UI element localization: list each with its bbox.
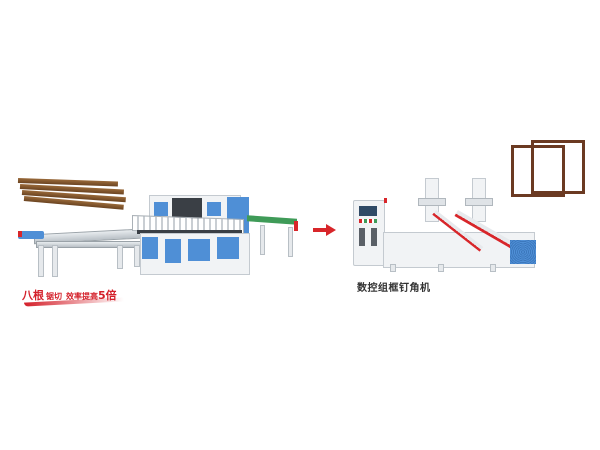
frame-back xyxy=(531,140,585,194)
slogan-part2: 锯切 xyxy=(46,292,62,301)
base-panel-1 xyxy=(142,237,158,259)
frame-front xyxy=(511,145,565,197)
side-panel xyxy=(510,240,536,264)
frame-nailing-machine xyxy=(350,170,550,272)
outfeed-leg xyxy=(260,225,265,255)
control-buttons xyxy=(359,219,377,223)
machine-leg xyxy=(438,264,444,272)
saw-bed xyxy=(137,230,242,234)
base-panel-2 xyxy=(165,239,181,263)
emergency-stop xyxy=(384,198,387,203)
base-panel-3 xyxy=(188,239,210,261)
saw-blade-area xyxy=(172,198,202,220)
outfeed-stop xyxy=(294,221,298,231)
machine-leg xyxy=(390,264,396,272)
outfeed-conveyor xyxy=(247,215,297,225)
arrow-right-icon xyxy=(313,224,337,236)
slogan-part1: 八根 xyxy=(22,289,44,302)
infeed-leg xyxy=(134,245,140,267)
machine-body xyxy=(383,232,535,268)
saw-machine xyxy=(12,195,312,280)
slogan: 八根锯切效率提高5倍 xyxy=(22,284,162,310)
slogan-part3: 效率提高 xyxy=(66,292,98,301)
infeed-stop xyxy=(18,231,22,237)
nailing-head-arm-2 xyxy=(465,198,493,206)
frame-sample xyxy=(511,140,586,200)
infeed-end-cap xyxy=(18,231,44,239)
control-switches xyxy=(359,228,377,246)
machine-caption: 数控组框钉角机 xyxy=(357,283,431,294)
machine-leg xyxy=(490,264,496,272)
base-panel-4 xyxy=(217,237,239,259)
infeed-leg xyxy=(52,245,58,277)
saw-window-right xyxy=(207,202,221,216)
nailing-head-arm-1 xyxy=(418,198,446,206)
infeed-leg xyxy=(38,245,44,277)
infeed-leg xyxy=(117,245,123,269)
control-screen xyxy=(359,206,377,216)
outfeed-leg xyxy=(288,227,293,257)
saw-window-left xyxy=(154,202,168,216)
